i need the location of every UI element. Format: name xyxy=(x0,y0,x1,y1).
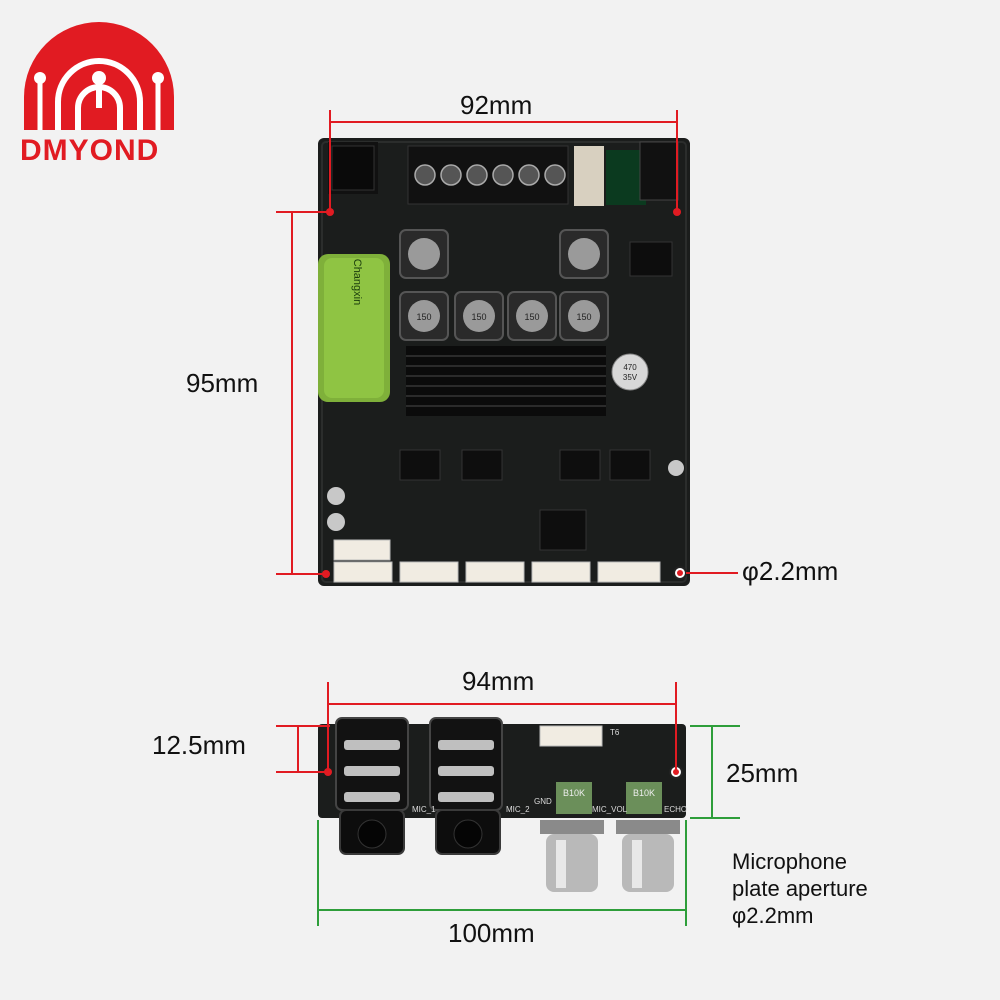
small-cap-voltage: 35V xyxy=(623,373,638,382)
hole-diameter-label: φ2.2mm xyxy=(742,556,839,586)
mic-hole-spacing-label: 94mm xyxy=(462,666,535,696)
amplifier-board-image: Changxin 150 150 150 150 470 35V xyxy=(276,110,738,586)
mic-board-width-label: 100mm xyxy=(448,918,535,948)
silk-label: ECHO xyxy=(664,805,687,814)
board-width-label: 92mm xyxy=(460,90,533,120)
inductor-label: 150 xyxy=(471,312,486,322)
brand-name: DMYOND xyxy=(20,134,160,167)
silk-label: MIC_2 xyxy=(506,805,530,814)
microphone-board-image: B10K B10K MIC_1 MIC_2 GND MIC_VOL ECHO T… xyxy=(276,682,740,926)
pot-label: B10K xyxy=(563,788,585,798)
silk-label: T6 xyxy=(610,728,620,737)
board-height-label: 95mm xyxy=(186,368,259,398)
microphone-aperture-note: Microphone plate aperture φ2.2mm xyxy=(732,848,868,929)
silk-label: MIC_1 xyxy=(412,805,436,814)
silk-label: GND xyxy=(534,797,552,806)
inductor-label: 150 xyxy=(416,312,431,322)
mic-board-height-label: 25mm xyxy=(726,758,799,788)
inductor-label: 150 xyxy=(576,312,591,322)
silk-label: MIC_VOL xyxy=(592,805,628,814)
inductor-label: 150 xyxy=(524,312,539,322)
brand-logo: DMYOND xyxy=(14,12,184,172)
logo-arch-icon xyxy=(24,22,174,130)
note-line: plate aperture xyxy=(732,876,868,901)
jack-spacing-label: 12.5mm xyxy=(152,730,246,760)
capacitor-brand-text: Changxin xyxy=(351,259,363,305)
small-cap-label: 470 xyxy=(623,363,637,372)
pot-label: B10K xyxy=(633,788,655,798)
note-line: Microphone xyxy=(732,849,847,874)
note-line: φ2.2mm xyxy=(732,903,814,928)
